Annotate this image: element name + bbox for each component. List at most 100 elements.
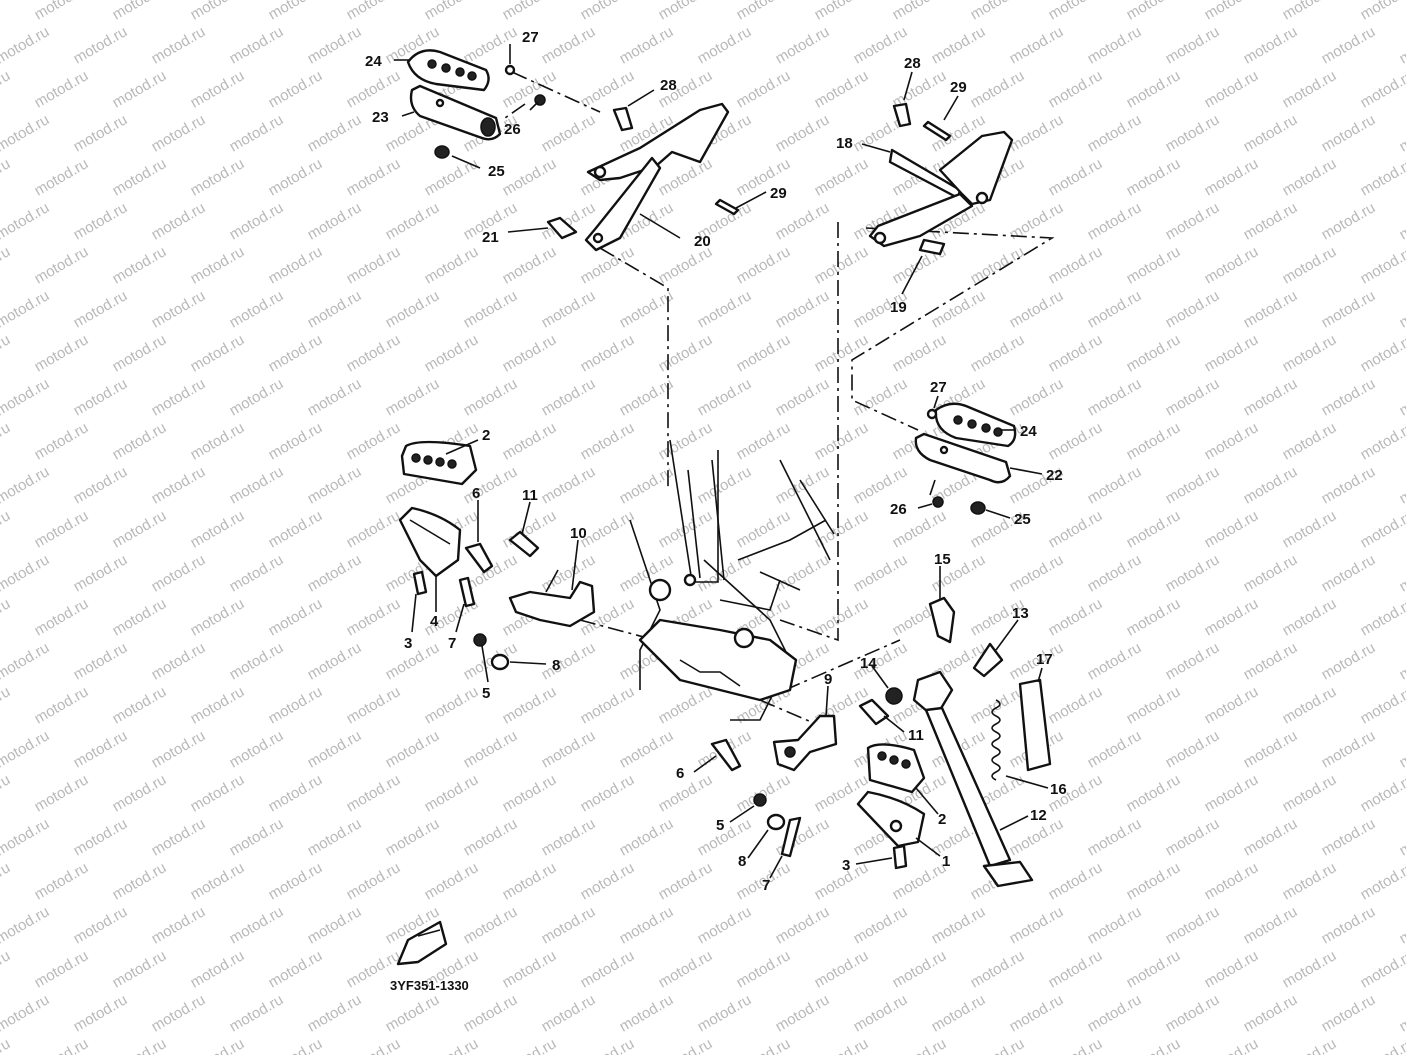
watermark-text: motod.ru <box>344 419 404 463</box>
watermark-text: motod.ru <box>1163 111 1223 155</box>
watermark-text: motod.ru <box>1163 903 1223 947</box>
watermark-text: motod.ru <box>0 639 52 683</box>
callout-24-upper: 24 <box>365 53 382 70</box>
watermark-text: motod.ru <box>32 419 92 463</box>
watermark-text: motod.ru <box>266 0 326 23</box>
watermark-text: motod.ru <box>1241 111 1301 155</box>
watermark-text: motod.ru <box>383 375 443 419</box>
watermark-text: motod.ru <box>1124 683 1184 727</box>
watermark-text: motod.ru <box>71 991 131 1035</box>
watermark-text: motod.ru <box>539 639 599 683</box>
watermark-text: motod.ru <box>656 683 716 727</box>
watermark-text: motod.ru <box>305 639 365 683</box>
watermark-text: motod.ru <box>422 771 482 815</box>
callout-7-right: 7 <box>762 877 770 894</box>
watermark-text: motod.ru <box>1163 23 1223 67</box>
callout-5-right: 5 <box>716 817 724 834</box>
watermark-text: motod.ru <box>773 287 833 331</box>
watermark-text: motod.ru <box>1358 331 1406 375</box>
callout-6-left: 6 <box>472 485 480 502</box>
watermark-text: motod.ru <box>1163 551 1223 595</box>
watermark-text: motod.ru <box>734 0 794 23</box>
watermark-text: motod.ru <box>266 1035 326 1055</box>
watermark-text: motod.ru <box>71 287 131 331</box>
watermark-text: motod.ru <box>1241 551 1301 595</box>
watermark-text: motod.ru <box>1085 903 1145 947</box>
watermark-text: motod.ru <box>1202 331 1262 375</box>
watermark-text: motod.ru <box>695 991 755 1035</box>
watermark-text: motod.ru <box>266 419 326 463</box>
watermark-text: motod.ru <box>1397 639 1406 683</box>
watermark-text: motod.ru <box>695 287 755 331</box>
watermark-text: motod.ru <box>1319 639 1379 683</box>
watermark-text: motod.ru <box>578 1035 638 1055</box>
watermark-text: motod.ru <box>32 0 92 23</box>
watermark-text: motod.ru <box>32 595 92 639</box>
watermark-text: motod.ru <box>851 551 911 595</box>
callout-3-right: 3 <box>842 857 850 874</box>
watermark-text: motod.ru <box>0 23 52 67</box>
watermark-text: motod.ru <box>578 67 638 111</box>
watermark-text: motod.ru <box>1124 947 1184 991</box>
watermark-text: motod.ru <box>0 155 13 199</box>
watermark-text: motod.ru <box>110 331 170 375</box>
watermark-text: motod.ru <box>305 287 365 331</box>
watermark-text: motod.ru <box>1085 287 1145 331</box>
watermark-text: motod.ru <box>500 155 560 199</box>
watermark-text: motod.ru <box>968 67 1028 111</box>
watermark-text: motod.ru <box>500 1035 560 1055</box>
watermark-text: motod.ru <box>305 23 365 67</box>
watermark-text: motod.ru <box>1163 727 1223 771</box>
watermark-text: motod.ru <box>812 243 872 287</box>
watermark-text: motod.ru <box>1085 551 1145 595</box>
watermark-text: motod.ru <box>851 375 911 419</box>
watermark-text: motod.ru <box>1046 595 1106 639</box>
watermark-text: motod.ru <box>110 683 170 727</box>
callout-4: 4 <box>430 613 439 630</box>
watermark-text: motod.ru <box>227 727 287 771</box>
watermark-text: motod.ru <box>0 507 13 551</box>
watermark-text: motod.ru <box>0 771 13 815</box>
watermark-text: motod.ru <box>1397 375 1406 419</box>
watermark-text: motod.ru <box>1124 419 1184 463</box>
callout-10: 10 <box>570 525 587 542</box>
watermark-text: motod.ru <box>383 199 443 243</box>
watermark-text: motod.ru <box>188 683 248 727</box>
watermark-text: motod.ru <box>110 419 170 463</box>
callout-8-left: 8 <box>552 657 560 674</box>
watermark-text: motod.ru <box>110 947 170 991</box>
watermark-text: motod.ru <box>500 419 560 463</box>
watermark-text: motod.ru <box>1280 859 1340 903</box>
watermark-text: motod.ru <box>578 947 638 991</box>
watermark-text: motod.ru <box>32 859 92 903</box>
watermark-text: motod.ru <box>227 23 287 67</box>
watermark-text: motod.ru <box>149 375 209 419</box>
watermark-text: motod.ru <box>1046 155 1106 199</box>
watermark-text: motod.ru <box>422 243 482 287</box>
watermark-text: motod.ru <box>1202 947 1262 991</box>
watermark-text: motod.ru <box>227 551 287 595</box>
watermark-text: motod.ru <box>929 23 989 67</box>
bolt-3-right <box>894 846 906 868</box>
watermark-text: motod.ru <box>0 199 52 243</box>
watermark-text: motod.ru <box>422 1035 482 1055</box>
watermark-text: motod.ru <box>500 859 560 903</box>
watermark-text: motod.ru <box>1007 23 1067 67</box>
watermark-text: motod.ru <box>1007 375 1067 419</box>
watermark-text: motod.ru <box>188 771 248 815</box>
watermark-text: motod.ru <box>110 243 170 287</box>
watermark-text: motod.ru <box>1085 991 1145 1035</box>
watermark-text: motod.ru <box>734 507 794 551</box>
callout-5-left: 5 <box>482 685 490 702</box>
callout-29-left: 29 <box>770 185 787 202</box>
watermark-text: motod.ru <box>1202 771 1262 815</box>
washer-25-lower <box>971 502 985 514</box>
watermark-text: motod.ru <box>344 331 404 375</box>
pin-27-upper <box>506 66 514 74</box>
watermark-text: motod.ru <box>1319 727 1379 771</box>
watermark-text: motod.ru <box>461 727 521 771</box>
callout-24-lower: 24 <box>1020 423 1037 440</box>
watermark-text: motod.ru <box>32 771 92 815</box>
watermark-text: motod.ru <box>617 727 677 771</box>
watermark-text: motod.ru <box>734 67 794 111</box>
